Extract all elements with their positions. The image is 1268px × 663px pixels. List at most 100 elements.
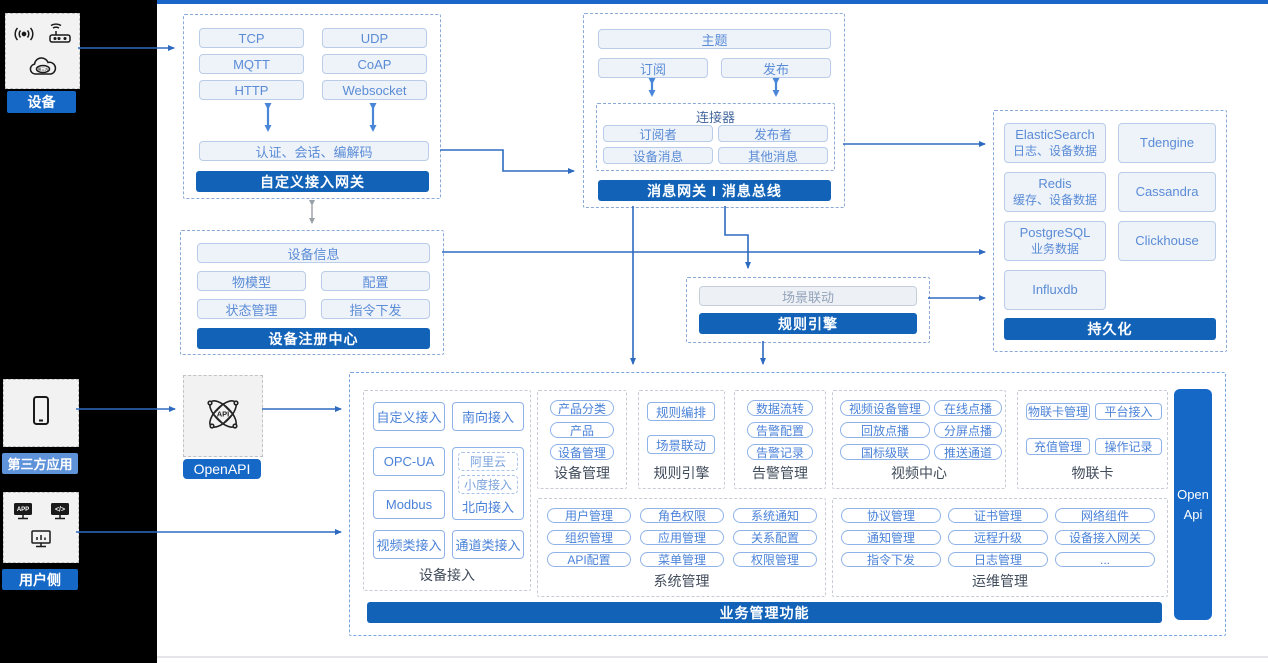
protocol-chip: Websocket bbox=[322, 80, 427, 100]
feature-button: 告警配置 bbox=[747, 422, 813, 438]
persistence-title-bar: 持久化 bbox=[1004, 318, 1216, 340]
registry-box: 设备信息 物模型配置状态管理指令下发 设备注册中心 bbox=[180, 230, 444, 355]
group-label: 设备管理 bbox=[554, 465, 610, 481]
device-info-chip: 设备信息 bbox=[197, 243, 430, 263]
video-center-grid: 视频设备管理在线点播回放点播分屏点播国标级联推送通道 bbox=[840, 400, 1002, 460]
feature-button: 分屏点播 bbox=[934, 422, 1002, 438]
alarm-mgmt-grid: 数据流转告警配置告警记录 bbox=[747, 400, 813, 460]
north-access-chip: 小度接入 bbox=[458, 475, 518, 494]
feature-button: 远程升级 bbox=[948, 530, 1048, 545]
group-video-center: 视频设备管理在线点播回放点播分屏点播国标级联推送通道 视频中心 bbox=[832, 390, 1006, 489]
datastore-chip: PostgreSQL 业务数据 bbox=[1004, 221, 1106, 261]
platform-footer-bar: 业务管理功能 bbox=[367, 602, 1162, 623]
router-icon bbox=[46, 23, 74, 50]
feature-button: 平台接入 bbox=[1095, 403, 1162, 420]
third-party-tile bbox=[3, 379, 79, 447]
feature-button: 操作记录 bbox=[1095, 438, 1162, 455]
feature-button: 产品 bbox=[550, 422, 614, 438]
north-access-chip: 阿里云 bbox=[458, 452, 518, 471]
open-api-vertical-bar: Open Api bbox=[1174, 389, 1212, 620]
topic-chip: 主题 bbox=[598, 29, 831, 49]
group-label: 规则引擎 bbox=[653, 465, 710, 481]
protocol-chip: MQTT bbox=[199, 54, 304, 74]
feature-button: 规则编排 bbox=[647, 402, 715, 421]
feature-button: 设备接入网关 bbox=[1055, 530, 1155, 545]
third-party-rail-label: 第三方应用 bbox=[2, 453, 78, 474]
publish-chip: 发布 bbox=[721, 58, 831, 78]
datastore-chip: Cassandra bbox=[1118, 172, 1216, 212]
datastore-chip: Tdengine bbox=[1118, 123, 1216, 163]
group-label: 物联卡 bbox=[1071, 465, 1114, 481]
feature-button: 充值管理 bbox=[1026, 438, 1090, 455]
registry-chip: 物模型 bbox=[197, 271, 306, 291]
cloud-third-party-icon: 第三方 bbox=[26, 56, 60, 85]
group-label: 告警管理 bbox=[752, 465, 808, 481]
protocol-chip: CoAP bbox=[322, 54, 427, 74]
user-side-tile: APP </> bbox=[3, 492, 79, 563]
feature-button: 数据流转 bbox=[747, 400, 813, 416]
datastore-chip: Influxdb bbox=[1004, 270, 1106, 310]
gateway-title-bar: 自定义接入网关 bbox=[196, 171, 429, 192]
group-iot-card: 物联卡管理平台接入充值管理操作记录 物联卡 bbox=[1017, 390, 1168, 489]
protocol-chip: TCP bbox=[199, 28, 304, 48]
rule-engine-grid: 规则编排场景联动 bbox=[647, 402, 715, 454]
feature-button: 指令下发 bbox=[841, 552, 941, 567]
svg-text:</>: </> bbox=[54, 507, 64, 514]
feature-button: 关系配置 bbox=[733, 530, 817, 545]
feature-button: ... bbox=[1055, 552, 1155, 567]
feature-button: 告警记录 bbox=[747, 444, 813, 460]
feature-button: 物联卡管理 bbox=[1026, 403, 1090, 420]
svg-text:APP: APP bbox=[16, 507, 28, 513]
group-label: 视频中心 bbox=[891, 465, 947, 481]
scene-linkage-chip: 场景联动 bbox=[699, 286, 917, 306]
rule-engine-box: 场景联动 规则引擎 bbox=[686, 277, 930, 343]
north-access-label: 北向接入 bbox=[461, 500, 514, 515]
connector-chip: 设备消息 bbox=[603, 147, 713, 164]
connector-chip: 其他消息 bbox=[718, 147, 828, 164]
connector-chip: 发布者 bbox=[718, 125, 828, 142]
feature-button: 场景联动 bbox=[647, 435, 715, 454]
access-button: 南向接入 bbox=[452, 402, 524, 431]
datastore-chip: Clickhouse bbox=[1118, 221, 1216, 261]
registry-chip: 状态管理 bbox=[197, 299, 306, 319]
feature-button: 菜单管理 bbox=[640, 552, 724, 567]
platform-box: 自定义接入 南向接入 OPC-UA Modbus 阿里云小度接入 北向接入 视频… bbox=[349, 372, 1226, 636]
access-button: 自定义接入 bbox=[373, 402, 445, 431]
feature-button: 网络组件 bbox=[1055, 508, 1155, 523]
phone-icon bbox=[28, 393, 54, 434]
auth-session-codec-chip: 认证、会话、编解码 bbox=[199, 141, 429, 161]
connector-box: 连接器 订阅者发布者设备消息其他消息 bbox=[596, 103, 835, 171]
svg-text:第三方: 第三方 bbox=[37, 67, 48, 72]
feature-button: 在线点播 bbox=[934, 400, 1002, 416]
feature-button: API配置 bbox=[547, 552, 631, 567]
group-rule-engine: 规则编排场景联动 规则引擎 bbox=[638, 390, 725, 489]
group-device-mgmt: 产品分类产品设备管理 设备管理 bbox=[537, 390, 627, 489]
datastore-grid: ElasticSearch 日志、设备数据 Tdengine Redis 缓存、… bbox=[1004, 123, 1216, 310]
api-atom-icon: API bbox=[199, 390, 247, 443]
user-side-rail-label: 用户侧 bbox=[2, 569, 78, 590]
group-label: 运维管理 bbox=[972, 573, 1028, 589]
access-button: OPC-UA bbox=[373, 447, 445, 476]
feature-button: 角色权限 bbox=[640, 508, 724, 523]
protocol-chip: UDP bbox=[322, 28, 427, 48]
subscribe-chip: 订阅 bbox=[598, 58, 708, 78]
feature-button: 产品分类 bbox=[550, 400, 614, 416]
access-button: Modbus bbox=[373, 490, 445, 519]
feature-button: 视频设备管理 bbox=[840, 400, 930, 416]
datastore-chip: ElasticSearch 日志、设备数据 bbox=[1004, 123, 1106, 163]
feature-button: 权限管理 bbox=[733, 552, 817, 567]
group-device-access: 自定义接入 南向接入 OPC-UA Modbus 阿里云小度接入 北向接入 视频… bbox=[363, 390, 531, 591]
connector-grid: 订阅者发布者设备消息其他消息 bbox=[603, 125, 828, 164]
north-access-box: 阿里云小度接入 北向接入 bbox=[452, 447, 524, 520]
feature-button: 系统通知 bbox=[733, 508, 817, 523]
feature-button: 用户管理 bbox=[547, 508, 631, 523]
feature-button: 日志管理 bbox=[948, 552, 1048, 567]
ops-mgmt-grid: 协议管理证书管理网络组件通知管理远程升级设备接入网关指令下发日志管理... bbox=[841, 508, 1155, 567]
device-tile: 第三方 bbox=[5, 13, 80, 89]
feature-button: 国标级联 bbox=[840, 444, 930, 460]
openapi-tile: API bbox=[183, 375, 263, 457]
feature-button: 应用管理 bbox=[640, 530, 724, 545]
